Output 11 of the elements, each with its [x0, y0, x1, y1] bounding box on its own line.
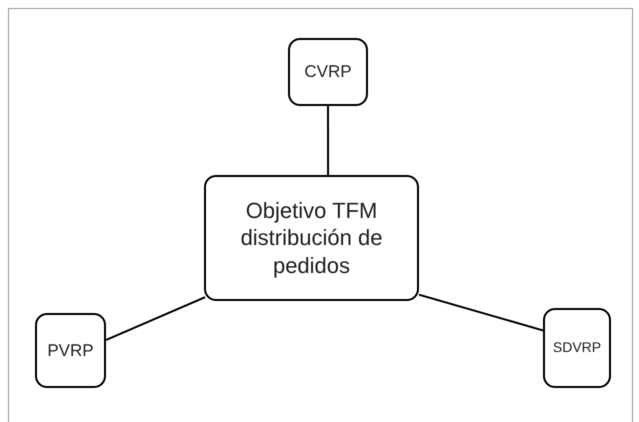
- connector-line: [106, 296, 206, 341]
- connector-line: [418, 294, 544, 332]
- node-label: SDVRP: [552, 339, 602, 357]
- node-label: PVRP: [47, 340, 94, 362]
- node-label: Objetivo TFM distribución de pedidos: [240, 196, 384, 280]
- rounded-box: [288, 38, 368, 106]
- rounded-box: [35, 313, 106, 388]
- rounded-box: [543, 308, 611, 388]
- node-label: CVRP: [304, 61, 352, 83]
- connector-line: [327, 106, 330, 175]
- rounded-box: [204, 175, 419, 301]
